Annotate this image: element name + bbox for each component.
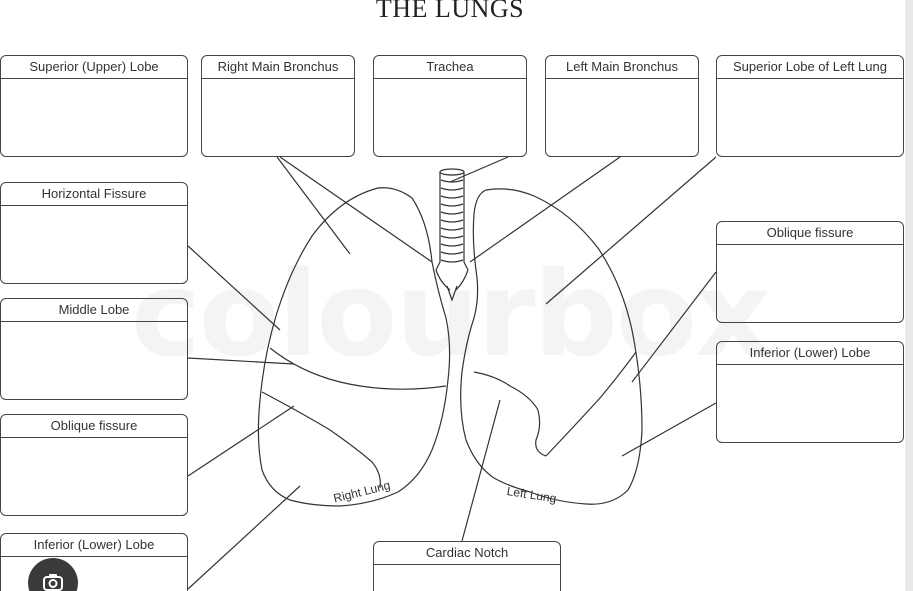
label-horizontal-fissure: Horizontal Fissure (1, 183, 187, 206)
label-middle-lobe: Middle Lobe (1, 299, 187, 322)
label-superior-lobe-left-lung: Superior Lobe of Left Lung (717, 56, 903, 79)
label-cardiac-notch: Cardiac Notch (374, 542, 560, 565)
trachea-shape (435, 168, 469, 302)
label-oblique-fissure-left: Oblique fissure (717, 222, 903, 245)
label-box-inferior-lower-lobe-right: Inferior (Lower) Lobe (0, 533, 188, 591)
label-box-horizontal-fissure: Horizontal Fissure (0, 182, 188, 284)
leader-lines (187, 156, 717, 590)
label-box-trachea: Trachea (373, 55, 527, 157)
google-lens-icon[interactable] (28, 558, 78, 591)
label-box-superior-upper-lobe: Superior (Upper) Lobe (0, 55, 188, 157)
label-box-middle-lobe: Middle Lobe (0, 298, 188, 400)
left-lung-shape (460, 188, 643, 505)
label-right-main-bronchus: Right Main Bronchus (202, 56, 354, 79)
right-lung-shape (257, 187, 451, 507)
label-oblique-fissure-right: Oblique fissure (1, 415, 187, 438)
page-title: THE LUNGS (375, 0, 525, 23)
label-left-main-bronchus: Left Main Bronchus (546, 56, 698, 79)
page-edge-strip (905, 0, 913, 591)
label-box-cardiac-notch: Cardiac Notch (373, 541, 561, 591)
label-box-oblique-fissure-left: Oblique fissure (716, 221, 904, 323)
label-superior-upper-lobe: Superior (Upper) Lobe (1, 56, 187, 79)
label-box-inferior-lower-lobe-left: Inferior (Lower) Lobe (716, 341, 904, 443)
label-box-superior-lobe-left-lung: Superior Lobe of Left Lung (716, 55, 904, 157)
label-box-oblique-fissure-right: Oblique fissure (0, 414, 188, 516)
label-box-left-main-bronchus: Left Main Bronchus (545, 55, 699, 157)
label-box-right-main-bronchus: Right Main Bronchus (201, 55, 355, 157)
camera-icon (43, 574, 63, 591)
label-inferior-lower-lobe-left: Inferior (Lower) Lobe (717, 342, 903, 365)
label-trachea: Trachea (374, 56, 526, 79)
label-inferior-lower-lobe-right: Inferior (Lower) Lobe (1, 534, 187, 557)
